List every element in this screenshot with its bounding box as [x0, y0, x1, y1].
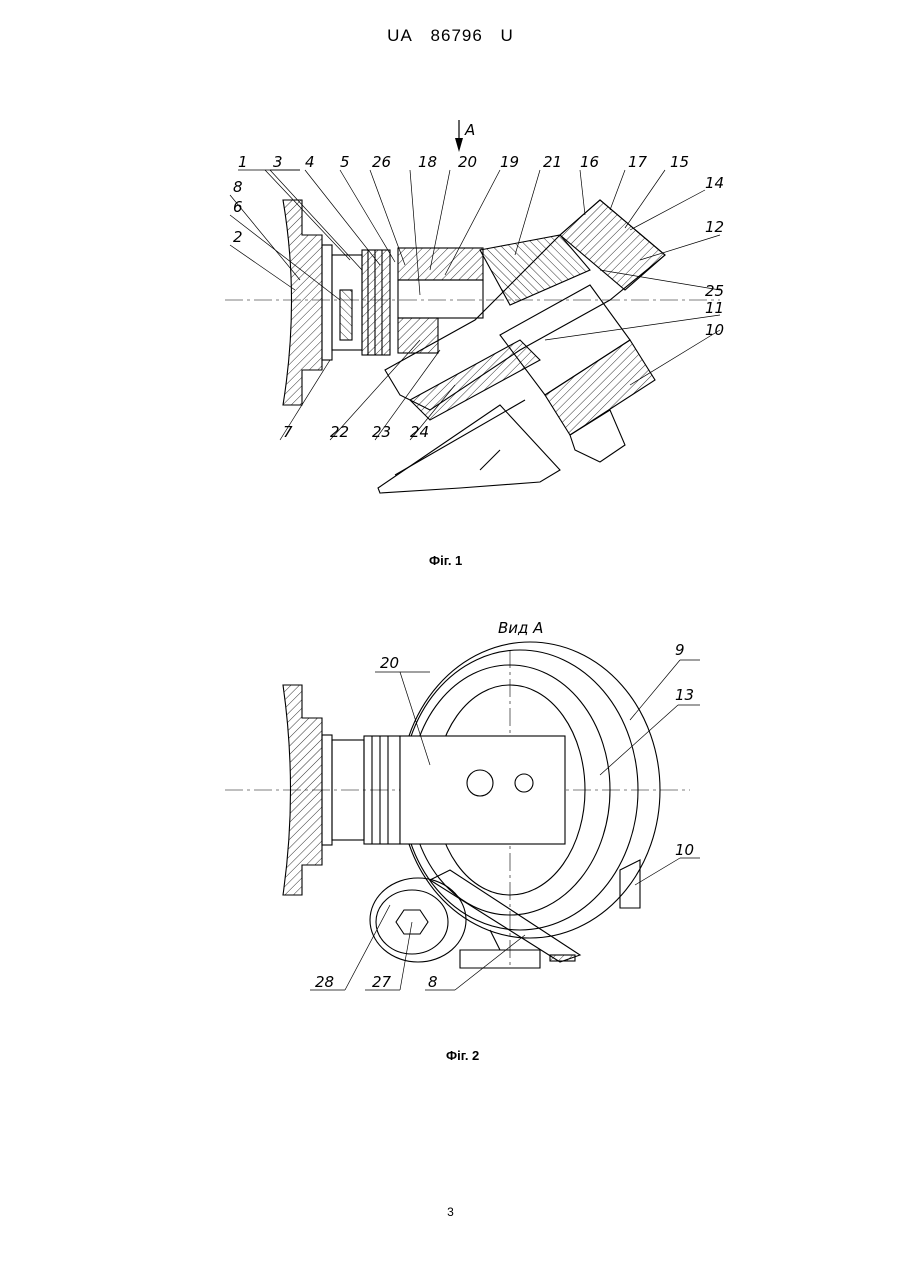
figure-2-caption: Фіг. 2 — [446, 1048, 479, 1063]
fig2-label-13: 13 — [675, 686, 694, 704]
fig2-label-9: 9 — [675, 641, 685, 659]
figure-2-drawing: Вид А 2 — [0, 0, 901, 1040]
fig2-label-20: 20 — [380, 654, 399, 672]
fig2-label-10: 10 — [675, 841, 694, 859]
fig2-label-28: 28 — [315, 973, 334, 991]
fig2-label-8: 8 — [428, 973, 438, 991]
page-number: 3 — [0, 1205, 901, 1219]
view-title: Вид А — [498, 619, 543, 637]
fig2-label-27: 27 — [372, 973, 392, 991]
